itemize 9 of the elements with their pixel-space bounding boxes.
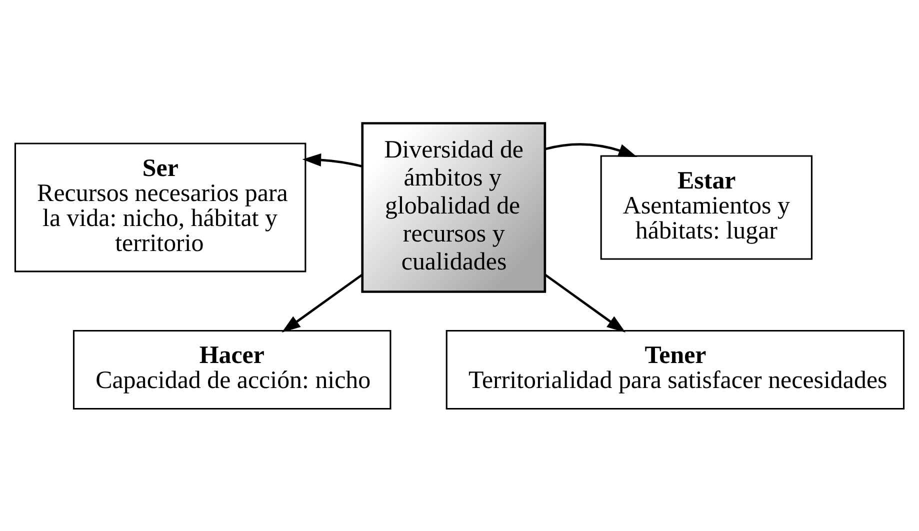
node-box: Tener Territorialidad para satisfacer necesidades: [446, 329, 905, 410]
arrow: [302, 152, 362, 167]
node-box: Estar Asentamientos y hábitats: lugar: [600, 154, 812, 260]
arrow: [544, 142, 638, 157]
node-box: Hacer Capacidad de acción: nicho: [72, 329, 392, 410]
node-box: Diversidad de ámbitos y globalidad de recursos y cualidades: [361, 122, 546, 292]
arrow: [544, 273, 626, 332]
arrow: [282, 273, 363, 332]
node-box: Ser Recursos necesarios para la vida: nicho, hábitat y territorio: [14, 142, 306, 272]
